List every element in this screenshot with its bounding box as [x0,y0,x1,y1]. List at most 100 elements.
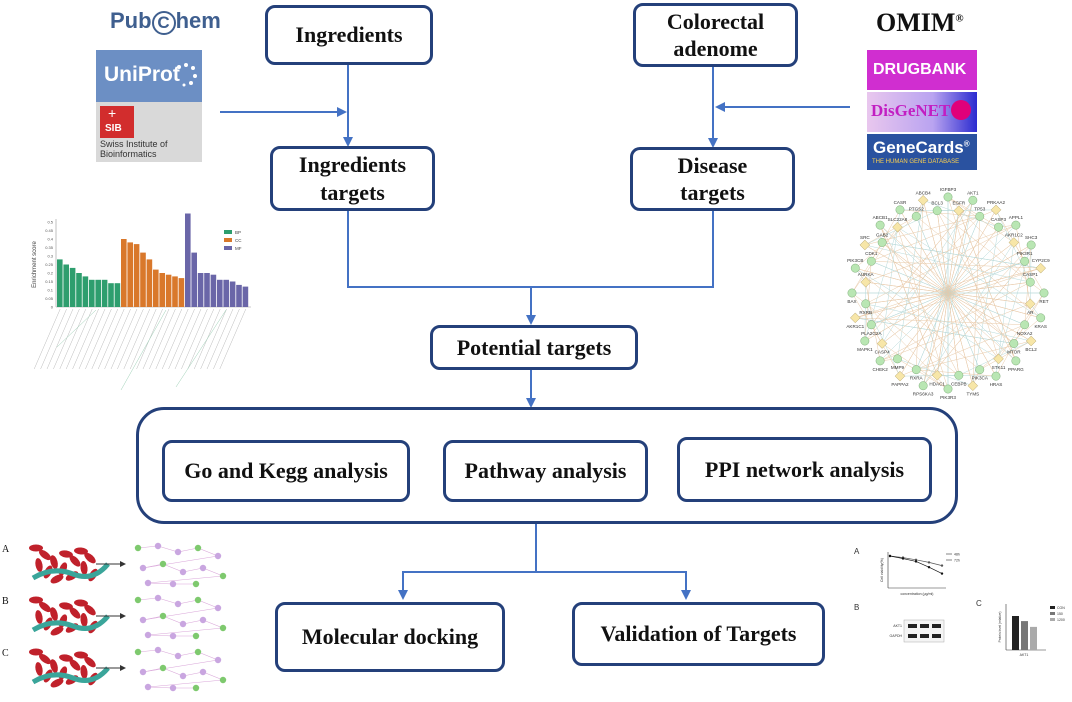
protein-helix [39,549,51,561]
sib-red-square-icon: SIB + [100,105,134,138]
ppi-gene-label: RXRB [859,310,872,315]
residue-node [194,596,202,604]
disgenet-sphere-icon [951,100,971,120]
ppi-gene-label: PIK3R1 [1017,251,1033,256]
ppi-node-diamond [1035,262,1046,274]
blot-band [932,634,941,638]
residue-node [159,612,167,620]
ppi-node-diamond [1025,298,1036,310]
residue-node [194,648,202,656]
residue-node [194,544,202,552]
ppi-edge [972,216,981,386]
ppi-node-diamond [850,312,861,324]
genecards-logo-title: GeneCards® [873,138,970,158]
legend-label: CC [235,238,242,243]
molecular-docking-label: Molecular docking [301,624,479,650]
ppi-gene-label: ABCB4 [916,190,932,195]
ppi-node [877,238,887,247]
ppi-node [875,220,885,230]
line-x-label: concentration (μg/ml) [901,592,934,596]
ppi-node [1011,220,1021,230]
term-label-placeholder [97,308,125,370]
ppi-edge [947,196,999,228]
residue-node [192,580,200,588]
term-label-placeholder [78,308,106,370]
ppi-gene-label: PAPPA2 [891,382,909,387]
panel-label: A [854,547,860,556]
go-kegg-label: Go and Kegg analysis [184,458,388,484]
interaction-line [202,671,224,681]
interaction-line [162,667,184,677]
bar-mf [204,273,210,307]
legend-swatch [224,230,232,234]
residue-node [199,616,207,624]
viability-point [927,561,931,564]
ppi-edge [881,209,901,344]
ppi-gene-label: BCL3 [931,201,943,206]
bar-legend-swatch [1050,606,1055,609]
ppi-gene-label: MAPK1 [857,347,873,352]
ppi-edge [899,324,1025,377]
protein-sheet [31,666,110,685]
ppi-node [975,365,985,375]
enrichment-bar-chart: 0.50.450.40.350.30.250.20.150.10.050Enri… [32,213,251,391]
ppi-node [943,192,953,202]
y-tick-label: 0.45 [45,228,54,233]
ppi-node-diamond [990,204,1002,216]
interaction-line [162,563,184,573]
ppi-node-diamond [860,276,871,288]
bar-cc [146,259,153,307]
ppi-node [911,365,921,375]
legend-swatch [224,238,232,242]
interaction-line [157,545,179,553]
term-label-placeholder [85,308,112,370]
y-tick-label: 0.5 [47,220,53,225]
interaction-line [157,649,179,657]
blot-band [920,634,929,638]
ppi-gene-label: SLC22A8 [888,217,908,222]
protein-helix [74,599,88,607]
protein-helix [35,662,43,676]
y-tick-label: 0.1 [47,288,53,293]
ppi-edge [1030,244,1032,304]
ppi-gene-label: PIK3R3 [940,395,956,400]
term-label-placeholder [117,308,144,370]
legend-label: BP [235,230,241,235]
ppi-node: PPI network analysis [677,437,932,502]
bar-mf [236,284,242,307]
bar-legend-label: 150 [1057,612,1063,616]
interaction-line [142,667,164,673]
bar-mf [191,252,197,307]
panel-label: B [854,603,859,612]
protein-helix [59,550,73,558]
sib-name-line-2: Bioinformatics [100,149,157,159]
interaction-line [162,615,184,625]
western-blot [903,619,945,643]
uniprot-logo: UniProt [96,50,202,102]
ppi-edge [864,216,917,246]
interaction-line [137,597,159,601]
protein-helix [80,665,88,679]
protein-bar [1030,626,1037,650]
term-label-placeholder [46,308,74,370]
ppi-gene-label: AURKA [858,272,875,277]
ppi-gene-label: RXRA [910,376,924,381]
ppi-node-diamond [894,370,906,382]
ppi-edge [871,209,997,262]
interaction-line [157,597,179,605]
ppi-edge [897,358,949,390]
term-label-placeholder [53,308,80,370]
ppi-node [968,195,978,205]
bar-bp [76,273,82,307]
ppi-gene-label: AKR1C1 [846,324,864,329]
residue-node [214,656,222,664]
protein-helix [69,607,81,619]
pubchem-logo-pre: Pub [110,8,152,33]
residue-node [179,620,187,628]
term-label-placeholder [206,308,234,370]
line-y-label: Cell viability(%) [880,558,884,582]
ppi-gene-label: CEBPB [951,381,967,386]
ppi-gene-label: AKR1C2 [1005,232,1023,237]
disease-targets-node: Disease targets [630,147,795,211]
